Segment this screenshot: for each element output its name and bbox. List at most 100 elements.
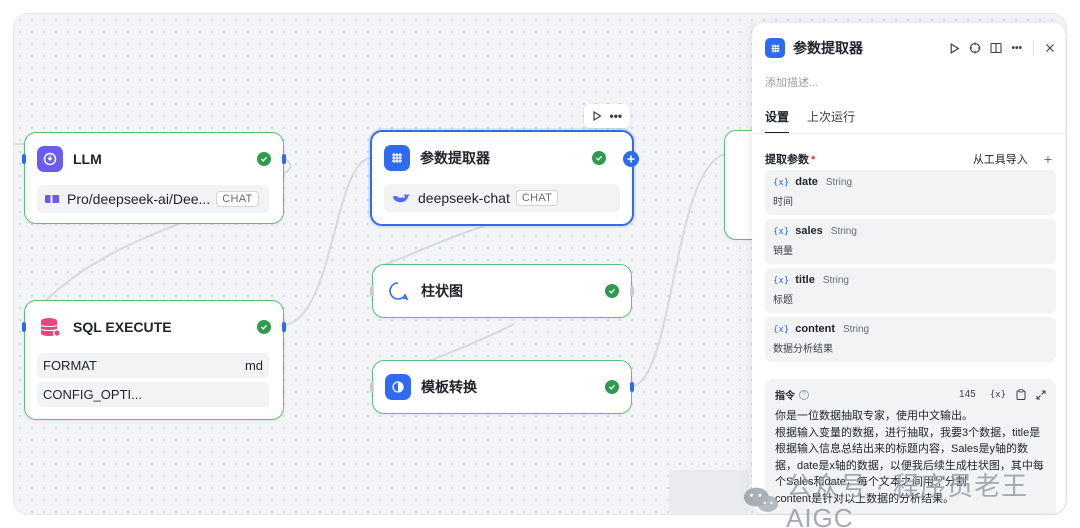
edge-llm-sql bbox=[43, 217, 195, 303]
watermark-text: 公众号 · 程序员老王AIGC bbox=[785, 471, 1029, 528]
node-parameter-extractor[interactable]: 参数提取器 deepseek-chat CHAT bbox=[370, 130, 634, 226]
edge-extractor-bar bbox=[373, 219, 505, 270]
chart-bubble-icon bbox=[385, 278, 411, 304]
success-check-icon bbox=[605, 284, 619, 298]
database-icon bbox=[37, 314, 63, 340]
param-key: FORMAT bbox=[43, 358, 97, 373]
edge-template-out bbox=[633, 153, 727, 387]
param-type: String bbox=[825, 177, 853, 188]
tab-settings[interactable]: 设置 bbox=[765, 108, 790, 134]
divider bbox=[752, 133, 1065, 134]
panel-tabs: 设置 上次运行 bbox=[765, 108, 855, 134]
input-port[interactable] bbox=[370, 382, 374, 392]
output-port[interactable] bbox=[630, 382, 634, 392]
book-icon[interactable] bbox=[990, 42, 1003, 54]
variable-icon: {x} bbox=[773, 276, 790, 286]
node-title: 参数提取器 bbox=[420, 150, 490, 166]
param-type: String bbox=[843, 324, 870, 335]
success-check-icon bbox=[257, 152, 271, 166]
param-name: sales bbox=[795, 225, 823, 237]
section-title: 提取参数* bbox=[765, 154, 816, 166]
success-check-icon bbox=[592, 151, 606, 165]
node-sql-execute[interactable]: SQL EXECUTE FORMAT md CONFIG_OPTI... bbox=[22, 300, 286, 420]
success-check-icon bbox=[257, 320, 271, 334]
instruction-text[interactable]: 你是一位数据抽取专家，使用中文输出。 根据输入变量的数据，进行抽取，我要3个数据… bbox=[775, 410, 1044, 505]
extractor-icon bbox=[384, 145, 410, 171]
node-title: 模板转换 bbox=[421, 379, 477, 395]
param-description: 时间 bbox=[773, 197, 793, 208]
add-param-button[interactable]: + bbox=[1043, 151, 1052, 167]
output-port[interactable] bbox=[630, 286, 634, 296]
output-port[interactable] bbox=[282, 154, 286, 164]
add-node-button[interactable] bbox=[623, 151, 639, 167]
param-type: String bbox=[830, 226, 857, 237]
node-title: 柱状图 bbox=[421, 283, 463, 299]
expand-icon[interactable] bbox=[1036, 390, 1046, 400]
input-port[interactable] bbox=[370, 286, 374, 296]
edge-llm-in bbox=[281, 157, 292, 175]
model-tag: CHAT bbox=[515, 190, 559, 206]
input-port[interactable] bbox=[22, 154, 26, 164]
param-item[interactable]: {x} date String 时间 bbox=[765, 170, 1056, 215]
deepseek-whale-icon bbox=[393, 194, 409, 203]
panel-title: 参数提取器 bbox=[793, 40, 863, 56]
more-icon[interactable]: ••• bbox=[609, 109, 623, 123]
description-input[interactable]: 添加描述... bbox=[765, 77, 819, 89]
success-check-icon bbox=[605, 380, 619, 394]
run-icon[interactable] bbox=[592, 111, 602, 121]
param-type: String bbox=[822, 275, 849, 286]
param-description: 销量 bbox=[773, 246, 793, 257]
param-description: 标题 bbox=[773, 295, 793, 306]
node-template-transform[interactable]: 模板转换 bbox=[370, 360, 634, 414]
param-value: md bbox=[244, 358, 263, 373]
param-description: 数据分析结果 bbox=[773, 344, 833, 355]
instruction-title: 指令 bbox=[775, 391, 795, 402]
divider bbox=[1033, 41, 1034, 55]
extractor-icon bbox=[765, 38, 785, 58]
node-bar-chart[interactable]: 柱状图 bbox=[370, 264, 634, 318]
param-item[interactable]: {x} title String 标题 bbox=[765, 268, 1056, 313]
node-title: LLM bbox=[73, 151, 102, 167]
param-name: title bbox=[795, 274, 815, 286]
param-name: date bbox=[795, 176, 818, 188]
more-icon[interactable]: ••• bbox=[1011, 42, 1022, 54]
copy-icon[interactable] bbox=[1016, 389, 1026, 400]
target-icon[interactable] bbox=[969, 42, 981, 54]
param-row-config: CONFIG_OPTI... bbox=[37, 382, 269, 407]
param-row-format: FORMAT md bbox=[37, 353, 269, 378]
run-icon[interactable] bbox=[949, 42, 960, 54]
minimap[interactable] bbox=[669, 470, 749, 514]
edge-sql-extractor bbox=[285, 157, 371, 326]
model-provider-icon bbox=[45, 195, 59, 203]
param-name: content bbox=[795, 323, 835, 335]
model-name: deepseek-chat bbox=[418, 190, 510, 206]
llm-icon bbox=[37, 146, 63, 172]
variable-icon: {x} bbox=[773, 178, 790, 188]
param-item[interactable]: {x} sales String 销量 bbox=[765, 219, 1056, 264]
params-section-header: 提取参数* 从工具导入 + bbox=[765, 151, 1052, 167]
watermark: 公众号 · 程序员老王AIGC bbox=[742, 466, 1080, 528]
model-tag: CHAT bbox=[216, 191, 259, 207]
node-config-panel: 参数提取器 ••• 添加描述... 设置 上次运行 提取参数* 从工具导入 + … bbox=[752, 23, 1065, 513]
char-count: 145 bbox=[959, 389, 976, 400]
param-item[interactable]: {x} content String 数据分析结果 bbox=[765, 317, 1056, 362]
node-title: SQL EXECUTE bbox=[73, 319, 172, 335]
help-icon[interactable]: ? bbox=[799, 389, 809, 400]
node-llm[interactable]: LLM Pro/deepseek-ai/Dee... CHAT bbox=[22, 132, 286, 224]
node-mini-toolbar: ••• bbox=[584, 104, 630, 128]
model-name: Pro/deepseek-ai/Dee... bbox=[67, 191, 211, 207]
model-selector[interactable]: Pro/deepseek-ai/Dee... CHAT bbox=[37, 185, 269, 213]
model-selector[interactable]: deepseek-chat CHAT bbox=[384, 184, 620, 212]
output-port[interactable] bbox=[282, 322, 286, 332]
variable-icon: {x} bbox=[773, 325, 790, 335]
instruction-editor[interactable]: 指令 ? 145 {x} 你是一位数据抽取专家，使用中文输出。 根据输入变量的数… bbox=[765, 379, 1056, 513]
variable-icon: {x} bbox=[773, 227, 790, 237]
input-port[interactable] bbox=[22, 322, 26, 332]
close-icon[interactable] bbox=[1045, 43, 1055, 53]
tab-last-run[interactable]: 上次运行 bbox=[807, 110, 856, 124]
import-from-tool-button[interactable]: 从工具导入 bbox=[972, 154, 1028, 166]
param-key: CONFIG_OPTI... bbox=[43, 387, 142, 402]
template-icon bbox=[385, 374, 411, 400]
insert-variable-button[interactable]: {x} bbox=[989, 389, 1006, 400]
wechat-icon bbox=[743, 487, 779, 512]
